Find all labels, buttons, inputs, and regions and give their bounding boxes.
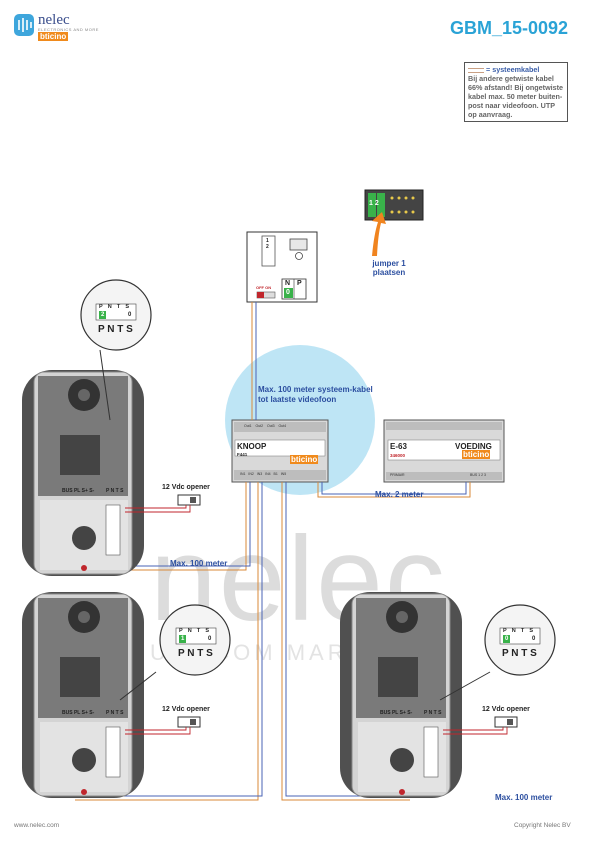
panel2-label-p: P bbox=[179, 628, 185, 634]
opener-label-1: 12 Vdc opener bbox=[162, 484, 210, 491]
knoop-module bbox=[231, 419, 329, 483]
jumper-block-label: 1 2 bbox=[369, 200, 379, 207]
jumper-instruction: jumper 1 plaatsen bbox=[372, 259, 406, 277]
voeding-brand: bticino bbox=[462, 450, 491, 459]
np-label-p: P bbox=[297, 280, 302, 287]
knoop-out1: Out1 bbox=[244, 424, 252, 428]
label-max100-left: Max. 100 meter bbox=[170, 559, 228, 568]
voeding-terminal-right: BUS 1 2 3 bbox=[470, 473, 486, 477]
panel1-label-t: T bbox=[116, 304, 122, 310]
label-max100-right: Max. 100 meter bbox=[495, 793, 553, 802]
station1-ptns: P N T S bbox=[106, 488, 124, 494]
logo-badge bbox=[14, 14, 34, 36]
label-max2: Max. 2 meter bbox=[375, 490, 424, 499]
panel3-labels: P N T S bbox=[503, 628, 535, 634]
footer-copyright: Copyright Nelec BV bbox=[514, 822, 571, 829]
panel3-label-n: N bbox=[511, 628, 518, 634]
cable-knoop-voeding bbox=[317, 482, 471, 498]
panel3-value-s: 0 bbox=[532, 636, 536, 642]
monitor-switch-label: OFF ON bbox=[256, 285, 272, 290]
footer-website: www.nelec.com bbox=[14, 822, 60, 829]
knoop-name: KNOOP bbox=[237, 442, 267, 451]
panel2-label-t: T bbox=[196, 628, 202, 634]
np-value: 0 bbox=[286, 289, 290, 296]
brand-subtitle: ELECTRONICS AND MORE bbox=[38, 27, 99, 32]
panel3-value-p: 0 bbox=[505, 636, 509, 642]
opener-1 bbox=[125, 494, 201, 513]
knoop-brand: bticino bbox=[290, 455, 319, 464]
knoop-out2: Out2 bbox=[255, 424, 264, 428]
legend-text: Bij andere getwiste kabel 66% afstand! B… bbox=[468, 74, 564, 119]
cable-station2 bbox=[75, 482, 259, 801]
knoop-terminals-bottom: IN1 IN2 IN3 IN4 B1 IN5 bbox=[240, 472, 286, 476]
panel3-label-t: T bbox=[520, 628, 526, 634]
magnifier-3 bbox=[439, 604, 556, 701]
door-station-3 bbox=[340, 592, 462, 798]
door-station-2 bbox=[22, 592, 144, 798]
knoop-b1: B1 bbox=[273, 472, 278, 476]
monitor-terminal-2: 2 bbox=[266, 244, 269, 250]
panel1-label-p: P bbox=[99, 304, 105, 310]
knoop-in2: IN2 bbox=[248, 472, 254, 476]
station1-terminals: BUS PL S+ S- bbox=[62, 488, 95, 494]
magnifier-1 bbox=[80, 279, 152, 421]
panel3-label-s: S bbox=[529, 628, 535, 634]
panel1-bottom: P N T S bbox=[98, 324, 133, 335]
panel2-label-s: S bbox=[205, 628, 211, 634]
knoop-model: F441 bbox=[237, 452, 248, 457]
knoop-in5: IN5 bbox=[280, 472, 287, 476]
jumper-block bbox=[364, 189, 424, 256]
legend-box: = systeemkabel Bij andere getwiste kabel… bbox=[464, 62, 568, 122]
station3-ptns: P N T S bbox=[424, 710, 442, 716]
panel3-bottom: P N T S bbox=[502, 648, 537, 659]
panel1-label-n: N bbox=[107, 304, 114, 310]
cable-station3 bbox=[281, 482, 410, 801]
partner-logo: bticino bbox=[38, 32, 69, 41]
voeding-code: 346000 bbox=[390, 453, 406, 458]
knoop-in3: IN3 bbox=[256, 472, 263, 476]
panel2-value-p: 1 bbox=[181, 636, 185, 642]
monitor-unit bbox=[246, 231, 318, 303]
voeding-terminal-left: PRIMAIR bbox=[390, 473, 405, 477]
panel2-bottom: P N T S bbox=[178, 648, 213, 659]
cable-legend-icon bbox=[468, 67, 484, 73]
panel1-labels: P N T S bbox=[99, 304, 131, 310]
brand-logo: nelec bbox=[38, 12, 70, 28]
panel2-label-n: N bbox=[187, 628, 194, 634]
opener-2 bbox=[125, 716, 201, 735]
door-station-1 bbox=[22, 370, 144, 576]
knoop-in4: IN4 bbox=[265, 472, 271, 476]
opener-3 bbox=[443, 716, 518, 735]
knoop-in1: IN1 bbox=[240, 472, 246, 476]
panel1-value-s: 0 bbox=[128, 312, 132, 318]
opener-label-2: 12 Vdc opener bbox=[162, 706, 210, 713]
knoop-terminals-top: Out1 Out2 Out3 Out4 bbox=[244, 424, 286, 428]
panel3-label-p: P bbox=[503, 628, 509, 634]
panel1-value-p: 2 bbox=[101, 312, 105, 318]
station3-terminals: BUS PL S+ S- bbox=[380, 710, 413, 716]
legend-title: = systeemkabel bbox=[486, 65, 540, 74]
station2-ptns: P N T S bbox=[106, 710, 124, 716]
knoop-out4: Out4 bbox=[278, 424, 287, 428]
np-label-n: N bbox=[285, 280, 291, 287]
station2-terminals: BUS PL S+ S- bbox=[62, 710, 95, 716]
voeding-title: VOEDING bbox=[455, 442, 492, 451]
monitor-terminal-1: 1 bbox=[266, 238, 269, 244]
panel1-label-s: S bbox=[125, 304, 131, 310]
document-id: GBM_15-0092 bbox=[450, 18, 569, 38]
panel2-labels: P N T S bbox=[179, 628, 211, 634]
label-max100-system: Max. 100 meter systeem-kabel tot laatste… bbox=[258, 385, 373, 404]
panel2-value-s: 0 bbox=[208, 636, 212, 642]
opener-label-3: 12 Vdc opener bbox=[482, 706, 530, 713]
knoop-out3: Out3 bbox=[266, 424, 275, 428]
magnifier-2 bbox=[119, 604, 231, 701]
voeding-name: E-63 bbox=[390, 442, 407, 451]
